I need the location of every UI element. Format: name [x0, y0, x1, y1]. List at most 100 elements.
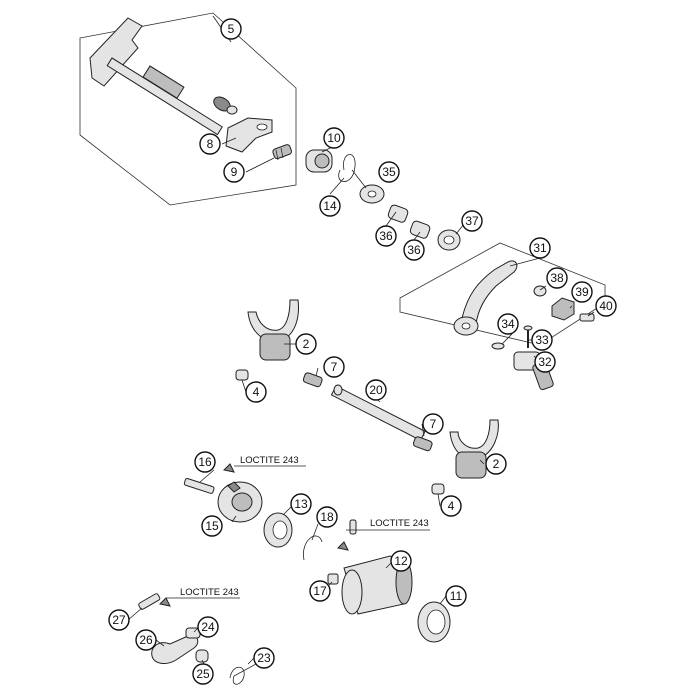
svg-text:4: 4: [253, 385, 260, 399]
detent-part-10: [305, 149, 333, 173]
svg-text:37: 37: [465, 214, 479, 228]
svg-text:2: 2: [303, 337, 310, 351]
bushing-part-25: [195, 649, 209, 663]
callout-32: 32: [534, 351, 556, 373]
shift-rod-part-20: [330, 384, 426, 441]
svg-text:38: 38: [550, 271, 564, 285]
svg-text:31: 31: [533, 241, 547, 255]
shift-drum-locator-part-15: [217, 481, 263, 523]
pin-part-4b: [431, 483, 445, 495]
spring-part-23: [229, 663, 257, 685]
svg-text:15: 15: [205, 519, 219, 533]
callout-26: 26: [135, 629, 157, 651]
pin-part-33: [523, 325, 533, 348]
callout-18: 18: [316, 506, 338, 528]
svg-text:7: 7: [430, 417, 437, 431]
callout-11: 11: [445, 585, 467, 607]
loctite-dot-b: [336, 541, 349, 551]
svg-text:35: 35: [382, 165, 396, 179]
svg-text:24: 24: [201, 620, 215, 634]
callout-4b: 4: [440, 495, 462, 517]
callout-7a: 7: [323, 356, 345, 378]
callout-25: 25: [192, 663, 214, 685]
locking-lever-part-26: [151, 634, 199, 664]
callout-37: 37: [461, 210, 483, 232]
callout-39: 39: [571, 281, 593, 303]
svg-text:9: 9: [231, 165, 238, 179]
shift-lever-part-31: [453, 260, 518, 336]
svg-text:27: 27: [112, 613, 126, 627]
screw-part-27: [138, 593, 161, 610]
svg-text:18: 18: [320, 510, 334, 524]
spring-part-7b: [412, 436, 433, 452]
svg-text:32: 32: [538, 355, 552, 369]
callout-17: 17: [309, 580, 331, 602]
callout-34: 34: [497, 313, 519, 335]
loctite-note-a: LOCTITE 243: [240, 455, 299, 466]
callout-15: 15: [201, 515, 223, 537]
pin-part-4a: [235, 369, 249, 381]
svg-text:4: 4: [448, 499, 455, 513]
bearing-part-13: [263, 512, 293, 548]
callout-12: 12: [390, 550, 412, 572]
circlip-part-18: [303, 535, 323, 561]
svg-text:10: 10: [327, 131, 341, 145]
svg-text:11: 11: [450, 589, 463, 603]
washer-part-38: [533, 285, 547, 297]
callout-13: 13: [290, 493, 312, 515]
svg-text:8: 8: [207, 137, 214, 151]
callout-14: 14: [319, 195, 341, 217]
callout-2b: 2: [485, 453, 507, 475]
callout-23: 23: [253, 647, 275, 669]
svg-text:25: 25: [196, 667, 210, 681]
bushing-part-36a: [387, 204, 409, 223]
callout-31: 31: [529, 237, 551, 259]
callout-40: 40: [595, 295, 617, 317]
shift-fork-part-2b: [449, 419, 499, 479]
callout-33: 33: [531, 329, 553, 351]
callout-20: 20: [365, 379, 387, 401]
spring-part-7a: [302, 372, 323, 388]
callout-36a: 36: [375, 225, 397, 247]
clip-part-34: [491, 342, 505, 350]
shift-shaft-group-frame: [79, 12, 297, 206]
svg-text:23: 23: [257, 651, 271, 665]
svg-text:20: 20: [369, 383, 383, 397]
callout-38: 38: [546, 267, 568, 289]
loctite-note-b: LOCTITE 243: [370, 518, 429, 529]
leader-lines: [127, 15, 595, 665]
svg-text:5: 5: [228, 22, 235, 36]
roller-part-39: [551, 297, 575, 321]
spring-part-9: [272, 144, 292, 161]
svg-text:33: 33: [535, 333, 549, 347]
callout-36b: 36: [403, 239, 425, 261]
washer-part-35: [359, 184, 385, 204]
loctite-dot-a: [222, 463, 235, 473]
screw-part-40: [579, 313, 595, 322]
callout-2a: 2: [295, 333, 317, 355]
bushing-part-36b: [409, 220, 431, 239]
callout-27: 27: [108, 609, 130, 631]
svg-text:12: 12: [394, 554, 408, 568]
bearing-part-11: [417, 601, 451, 643]
svg-text:36: 36: [407, 243, 421, 257]
shift-fork-part-2a: [247, 299, 299, 361]
svg-text:34: 34: [501, 317, 515, 331]
svg-text:13: 13: [294, 497, 308, 511]
svg-text:39: 39: [575, 285, 589, 299]
svg-text:7: 7: [331, 360, 338, 374]
callout-9: 9: [223, 161, 245, 183]
callout-35: 35: [378, 161, 400, 183]
callout-8: 8: [199, 133, 221, 155]
svg-text:17: 17: [313, 584, 327, 598]
callout-16: 16: [194, 451, 216, 473]
callout-24: 24: [197, 616, 219, 638]
svg-text:40: 40: [599, 299, 613, 313]
callout-4a: 4: [245, 381, 267, 403]
screw-part-16: [183, 478, 215, 494]
svg-text:2: 2: [493, 457, 500, 471]
callout-5: 5: [220, 18, 242, 40]
shift-lever-plate-part: [225, 117, 273, 153]
shift-shaft-part: [89, 17, 238, 136]
